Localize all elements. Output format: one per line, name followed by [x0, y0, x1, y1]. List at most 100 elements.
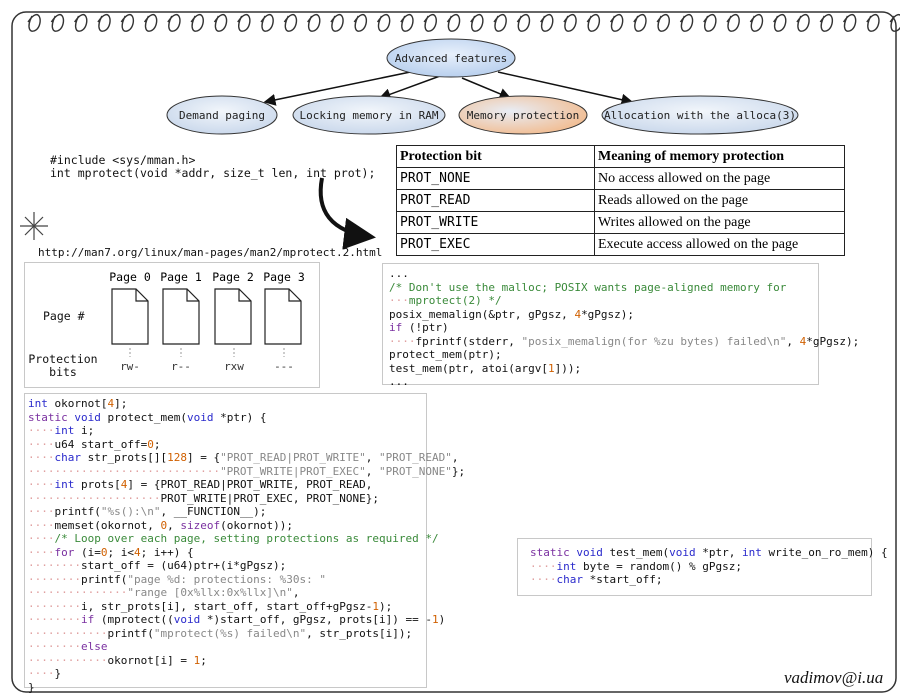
- table-cell-meaning: No access allowed on the page: [594, 167, 845, 190]
- spiral-ring: [353, 14, 368, 32]
- code-line: ········i, str_prots[i], start_off, star…: [28, 599, 393, 613]
- table-cell-bit: PROT_NONE: [396, 167, 595, 190]
- spiral-ring: [446, 14, 461, 32]
- code-line: ········if (mprotect((void *)start_off, …: [28, 613, 446, 626]
- table-cell-meaning: Writes allowed on the page: [594, 211, 845, 234]
- protection-bits-label: Protection bits: [28, 352, 98, 379]
- include-line: #include <sys/mman.h>: [50, 153, 196, 167]
- code-protect-box: int okornot[4];static void protect_mem(v…: [24, 393, 465, 694]
- code-protect: int okornot[4];static void protect_mem(v…: [25, 394, 466, 694]
- spiral-ring: [143, 14, 158, 32]
- spiral-ring: [260, 14, 274, 32]
- tree-root-shape: [386, 38, 516, 78]
- code-line: static void protect_mem(void *ptr) {: [28, 410, 267, 424]
- spiral-ring: [773, 14, 787, 32]
- code-main: .../* Don't use the malloc; POSIX wants …: [383, 264, 860, 389]
- code-line: ············okornot[i] = 1;: [28, 653, 207, 667]
- spiral-ring: [703, 14, 717, 32]
- spiral-ring: [400, 14, 414, 32]
- table-row: PROT_EXEC Execute access allowed on the …: [396, 233, 845, 256]
- table-cell-bit: PROT_EXEC: [396, 233, 595, 256]
- code-line: ···············"range [0x%llx:0x%llx]\n"…: [28, 586, 300, 599]
- code-line: ...: [389, 375, 409, 388]
- table-cell-meaning: Execute access allowed on the page: [594, 233, 845, 256]
- spiral-ring: [283, 14, 298, 32]
- spiral-ring: [330, 14, 344, 32]
- spiral-ring: [50, 14, 65, 32]
- table-header-bit: Protection bit: [396, 145, 595, 168]
- spiral-ring: [493, 14, 507, 32]
- code-test: static void test_mem(void *ptr, int writ…: [518, 539, 888, 587]
- spiral-ring: [540, 14, 554, 32]
- man-page-url[interactable]: http://man7.org/linux/man-pages/man2/mpr…: [38, 246, 383, 259]
- code-line: ····fprintf(stderr, "posix_memalign(for …: [389, 334, 860, 348]
- code-line: ····memset(okornot, 0, sizeof(okornot));: [28, 518, 293, 532]
- tree-node-alloca: Allocation with the alloca(3): [603, 108, 797, 122]
- code-line: ····int prots[4] = {PROT_READ|PROT_WRITE…: [28, 478, 373, 491]
- code-line: ····int i;: [28, 424, 95, 437]
- page-document-icon: [111, 288, 149, 345]
- code-main-box: .../* Don't use the malloc; POSIX wants …: [382, 263, 859, 388]
- code-line: ········else: [28, 640, 108, 653]
- pages-diagram: [24, 262, 320, 388]
- page-label-3: Page 3: [263, 270, 305, 284]
- spiral-ring: [679, 14, 694, 32]
- tree-node-demand-paging: Demand paging: [178, 108, 266, 122]
- spiral-ring: [97, 14, 111, 32]
- page-bits-1: r--: [171, 360, 191, 373]
- code-line: protect_mem(ptr);: [389, 348, 502, 361]
- spiral-ring: [27, 14, 41, 32]
- code-line: /* Don't use the malloc; POSIX wants pag…: [389, 280, 787, 294]
- code-line: ····char *start_off;: [530, 573, 663, 586]
- table-row: PROT_NONE No access allowed on the page: [396, 167, 845, 190]
- table-cell-bit: PROT_WRITE: [396, 211, 595, 234]
- sparkle-icon: [20, 212, 48, 240]
- code-line: ····/* Loop over each page, setting prot…: [28, 532, 439, 545]
- spiral-ring: [516, 14, 531, 32]
- page-label-2: Page 2: [212, 270, 254, 284]
- page-document-icon: [162, 288, 200, 345]
- spiral-ring: [470, 14, 484, 32]
- spiral-ring: [237, 14, 251, 32]
- page-document-icon: [214, 288, 252, 345]
- code-line: ····u64 start_off=0;: [28, 437, 161, 451]
- spiral-ring: [796, 14, 810, 32]
- code-line: ...: [389, 267, 409, 280]
- spiral-ring: [167, 14, 181, 32]
- table-cell-bit: PROT_READ: [396, 189, 595, 212]
- spiral-ring: [889, 14, 900, 32]
- code-line: ····printf("%s():\n", __FUNCTION__);: [28, 505, 267, 518]
- table-row: PROT_READ Reads allowed on the page: [396, 189, 845, 212]
- table-header-meaning: Meaning of memory protection: [594, 145, 845, 168]
- code-line: ········start_off = (u64)ptr+(i*gPgsz);: [28, 559, 287, 572]
- code-line: ····char str_prots[][128] = {"PROT_READ|…: [28, 451, 459, 464]
- protection-bits-table: Protection bit Meaning of memory protect…: [396, 145, 845, 256]
- spiral-ring: [866, 14, 880, 32]
- code-line: ····int byte = random() % gPgsz;: [530, 559, 742, 573]
- page-bits-0: rw-: [120, 360, 140, 373]
- code-line: int okornot[4];: [28, 397, 128, 410]
- code-line: test_mem(ptr, atoi(argv[1]));: [389, 361, 582, 375]
- code-line: static void test_mem(void *ptr, int writ…: [530, 546, 888, 559]
- spiral-ring: [423, 14, 437, 32]
- spiral-ring: [563, 14, 577, 32]
- code-line: posix_memalign(&ptr, gPgsz, 4*gPgsz);: [389, 307, 635, 321]
- code-line: ·····························"PROT_WRITE…: [28, 464, 466, 478]
- code-line: ········printf("page %d: protections: %3…: [28, 572, 327, 586]
- spiral-ring: [213, 14, 228, 32]
- page-number-label: Page #: [43, 309, 85, 323]
- spiral-ring: [74, 14, 88, 32]
- page-bits-3: ---: [274, 360, 294, 373]
- spiral-ring: [120, 14, 135, 32]
- page-label-1: Page 1: [160, 270, 202, 284]
- spiral-ring: [633, 14, 647, 32]
- spiral-ring: [376, 14, 391, 32]
- code-line: ····}: [28, 667, 62, 680]
- table-row: PROT_WRITE Writes allowed on the page: [396, 211, 845, 234]
- spiral-ring: [842, 14, 857, 32]
- page-document-icon: [264, 288, 302, 345]
- code-line: ············printf("mprotect(%s) failed\…: [28, 626, 413, 640]
- tree-node-memory-protection: Memory protection: [466, 108, 580, 122]
- spiral-ring: [749, 14, 764, 32]
